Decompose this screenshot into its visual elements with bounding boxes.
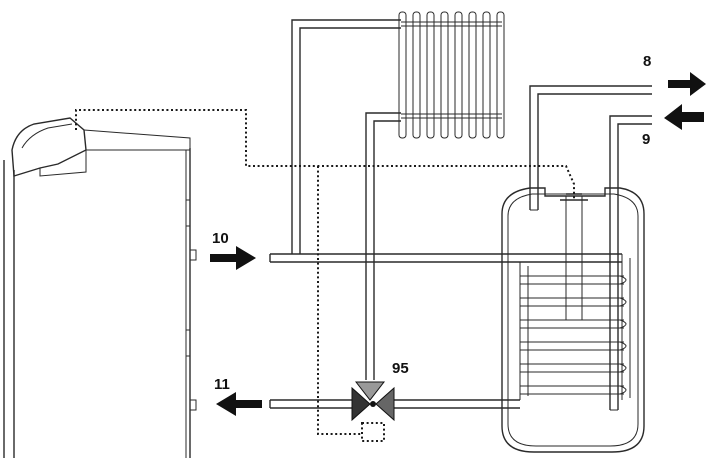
boiler — [3, 117, 197, 458]
hot-water-tank — [501, 85, 652, 453]
arrow-left-icon — [216, 392, 262, 416]
label-heating-return: 11 — [214, 376, 230, 393]
diverter-valve — [351, 381, 395, 442]
arrow-right-icon — [210, 246, 256, 270]
heating-pipes — [269, 19, 622, 409]
arrow-right-icon — [668, 72, 706, 96]
flow-arrows — [210, 72, 706, 416]
label-diverter-valve: 95 — [392, 360, 409, 377]
label-hot-water-out: 8 — [643, 53, 651, 70]
control-wiring — [75, 109, 575, 435]
radiator — [398, 11, 505, 139]
arrow-left-icon — [664, 104, 704, 130]
label-heating-flow: 10 — [212, 230, 229, 247]
heating-coil — [519, 254, 631, 400]
label-cold-water-in: 9 — [642, 131, 650, 148]
